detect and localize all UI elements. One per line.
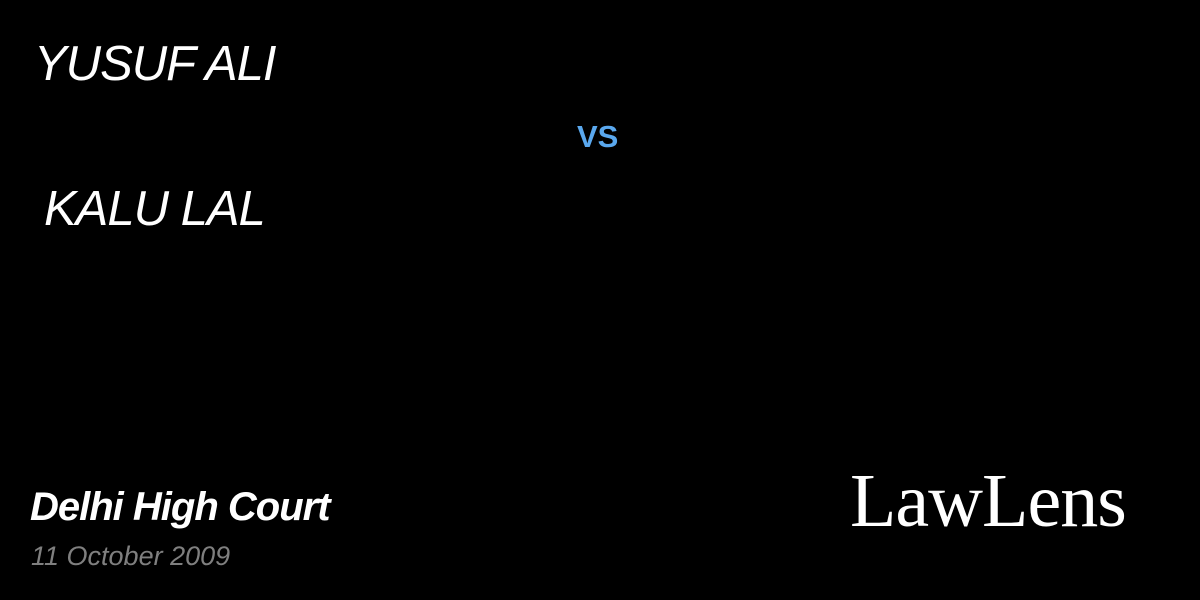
versus-label: VS (577, 119, 619, 154)
respondent-name: KALU LAL (44, 182, 266, 236)
brand-logo: LawLens (850, 459, 1127, 543)
court-name: Delhi High Court (30, 485, 331, 529)
judgment-date: 11 October 2009 (31, 541, 231, 571)
petitioner-name: YUSUF ALI (34, 37, 277, 91)
